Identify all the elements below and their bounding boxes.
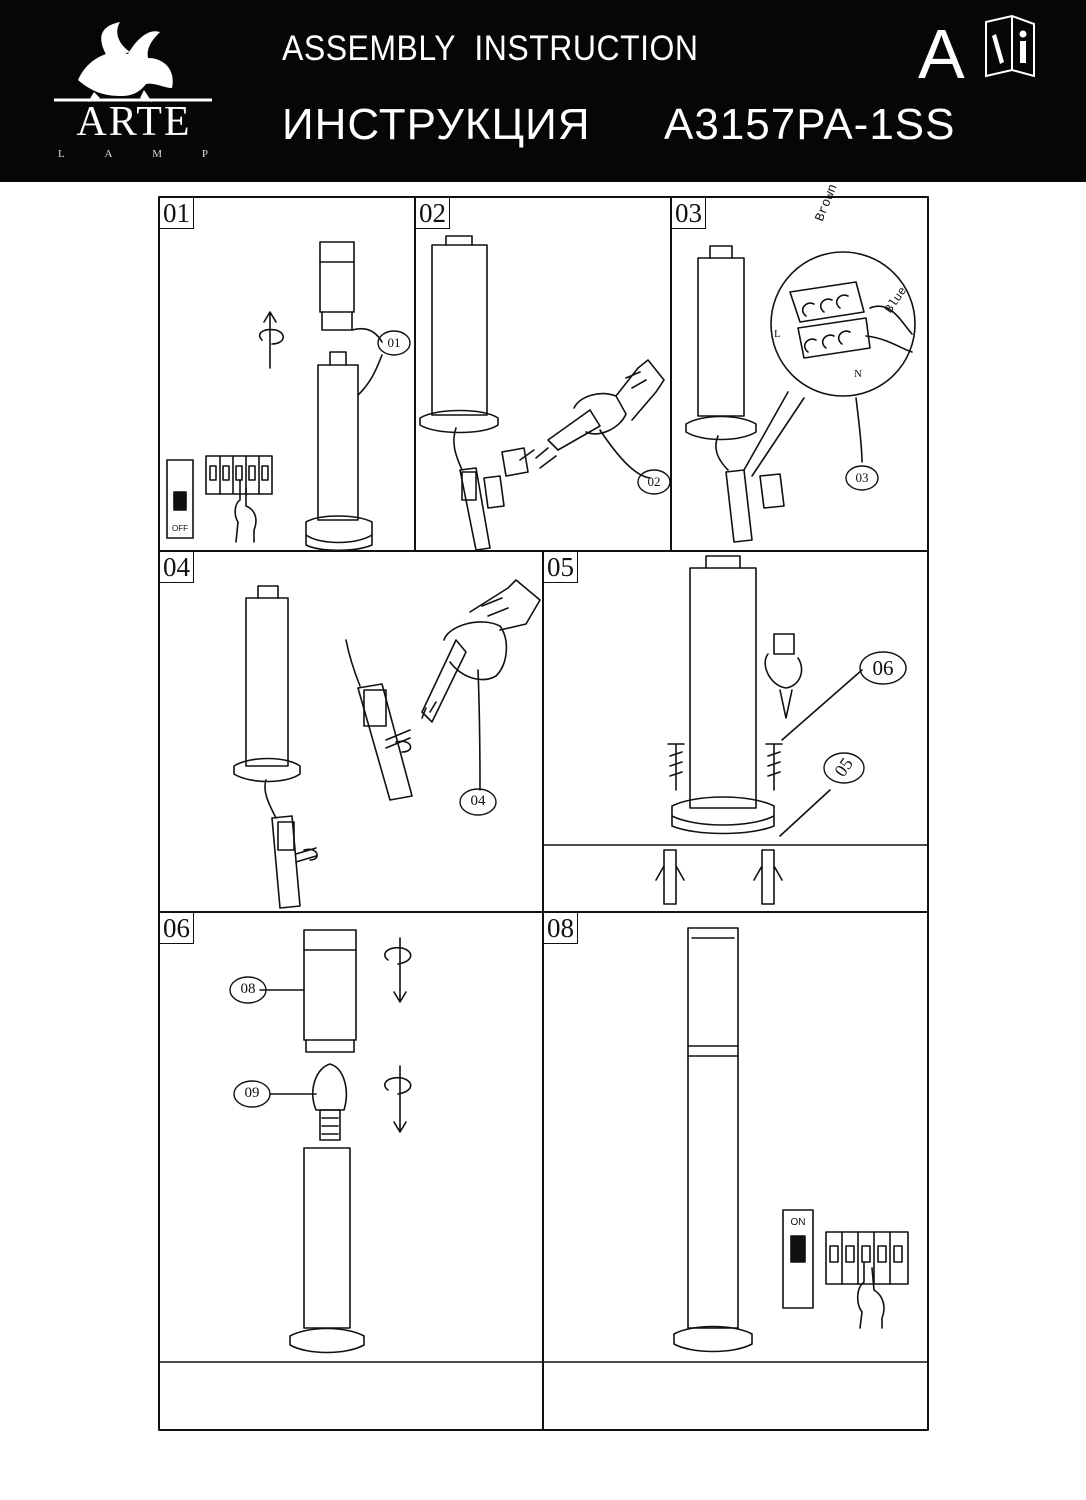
- step-label: 08: [544, 913, 578, 944]
- language-letter: A: [918, 15, 965, 93]
- switch-off-label: OFF: [172, 524, 188, 533]
- brand-name: ARTE: [76, 99, 192, 145]
- brand-sub-letter: P: [201, 148, 208, 160]
- step-label: 04: [160, 552, 194, 583]
- griffin-logo-icon: [54, 22, 212, 102]
- model-number: A3157PA-1SS: [664, 100, 956, 149]
- step-01-drawing: [166, 241, 383, 551]
- brand-subtitle: L A M P: [58, 148, 208, 160]
- callout-number: 03: [855, 470, 869, 485]
- brand-sub-letter: M: [152, 148, 163, 160]
- step-05-drawing: [655, 555, 863, 905]
- callout-number: 02: [647, 474, 661, 489]
- step-label: 03: [672, 198, 706, 229]
- title-russian: ИНСТРУКЦИЯ: [282, 100, 591, 149]
- switch-on-label: ON: [790, 1217, 806, 1228]
- callout-markers: [229, 330, 907, 1108]
- callout-number: 04: [470, 793, 486, 809]
- brand-sub-letter: L: [58, 148, 65, 160]
- manual-info-icon: [985, 14, 1035, 78]
- title-english: ASSEMBLY INSTRUCTION: [282, 28, 699, 68]
- callout-number: 06: [872, 656, 894, 680]
- header-bar: ARTE L A M P ASSEMBLY INSTRUCTION ИНСТРУ…: [0, 0, 1086, 182]
- step-08-drawing: [673, 927, 909, 1353]
- callout-number: 01: [387, 335, 401, 350]
- step-label: 05: [544, 552, 578, 583]
- step-label: 06: [160, 913, 194, 944]
- callout-number: 09: [244, 1085, 260, 1101]
- wire-label-l: L: [774, 328, 781, 340]
- brand-sub-letter: A: [104, 148, 113, 160]
- step-label: 01: [160, 198, 194, 229]
- step-03-drawing: [685, 245, 916, 543]
- callout-number: 08: [240, 981, 256, 997]
- step-02-drawing: [419, 235, 665, 551]
- step-label: 02: [416, 198, 450, 229]
- step-06-drawing: [259, 929, 412, 1354]
- step-04-drawing: [233, 579, 541, 909]
- wire-label-n: N: [854, 368, 862, 380]
